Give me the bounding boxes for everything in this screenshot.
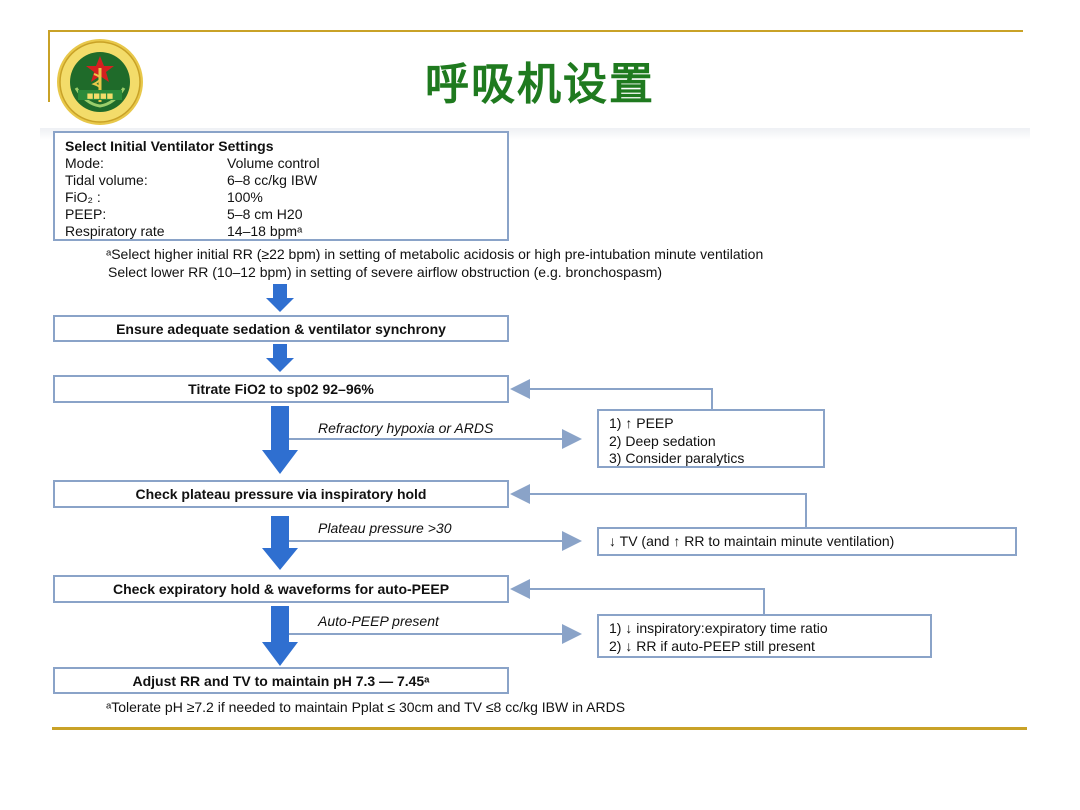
step-auto-peep-check: Check expiratory hold & waveforms for au… [53, 575, 509, 603]
step-sedation-synchrony: Ensure adequate sedation & ventilator sy… [53, 315, 509, 342]
initial-note-high-rr: ᵃSelect higher initial RR (≥22 bpm) in s… [106, 246, 764, 262]
hospital-emblem-logo: ■■■■ [56, 38, 144, 126]
initial-note-low-rr: Select lower RR (10–12 bpm) in setting o… [108, 264, 663, 280]
action-box-plateau: ↓ TV (and ↑ RR to maintain minute ventil… [597, 527, 1017, 556]
settings-row-tidal-volume: Tidal volume:6–8 cc/kg IBW [65, 172, 318, 188]
feedback-loop-1 [510, 379, 713, 409]
action-item: 2) Deep sedation [609, 432, 716, 449]
down-arrow-3 [262, 406, 298, 474]
down-arrow-4 [262, 516, 298, 570]
step-titrate-fio2: Titrate FiO2 to sp02 92–96% [53, 375, 509, 403]
action-item: 1) ↓ inspiratory:expiratory time ratio [609, 620, 828, 636]
initial-settings-title: Select Initial Ventilator Settings [65, 138, 274, 154]
action-item: 2) ↓ RR if auto-PEEP still present [609, 637, 815, 654]
bottom-gold-rule [52, 727, 1027, 730]
step-plateau-pressure: Check plateau pressure via inspiratory h… [53, 480, 509, 508]
branch-label-plateau: Plateau pressure >30 [318, 520, 452, 536]
settings-row-fio2: FiO₂ :100% [65, 189, 263, 205]
action-item: ↓ TV (and ↑ RR to maintain minute ventil… [609, 532, 895, 549]
feedback-loop-2 [510, 484, 807, 527]
footnote-ph-tolerance: ᵃTolerate pH ≥7.2 if needed to maintain … [106, 699, 626, 715]
action-box-hypoxia: 1) ↑ PEEP 2) Deep sedation 3) Consider p… [597, 409, 825, 468]
left-gold-rule [48, 30, 50, 102]
feedback-loop-3 [510, 579, 765, 614]
settings-row-peep: PEEP:5–8 cm H20 [65, 206, 303, 222]
step-adjust-rr-tv: Adjust RR and TV to maintain pH 7.3 — 7.… [53, 667, 509, 694]
initial-settings-box: Select Initial Ventilator Settings Mode:… [53, 131, 509, 241]
down-arrow-5 [262, 606, 298, 666]
military-hospital-emblem-icon: ■■■■ [57, 39, 143, 125]
slide-title: 呼吸机设置 [425, 59, 655, 110]
action-item: 1) ↑ PEEP [609, 415, 674, 431]
down-arrow-1 [266, 284, 294, 312]
branch-label-auto-peep: Auto-PEEP present [318, 613, 439, 629]
down-arrow-2 [266, 344, 294, 372]
branch-label-hypoxia: Refractory hypoxia or ARDS [318, 420, 494, 436]
top-gold-rule [48, 30, 1023, 32]
action-item: 3) Consider paralytics [609, 450, 745, 466]
svg-text:■■■■: ■■■■ [87, 92, 113, 100]
settings-row-mode: Mode:Volume control [65, 155, 320, 171]
action-box-auto-peep: 1) ↓ inspiratory:expiratory time ratio 2… [597, 614, 932, 658]
